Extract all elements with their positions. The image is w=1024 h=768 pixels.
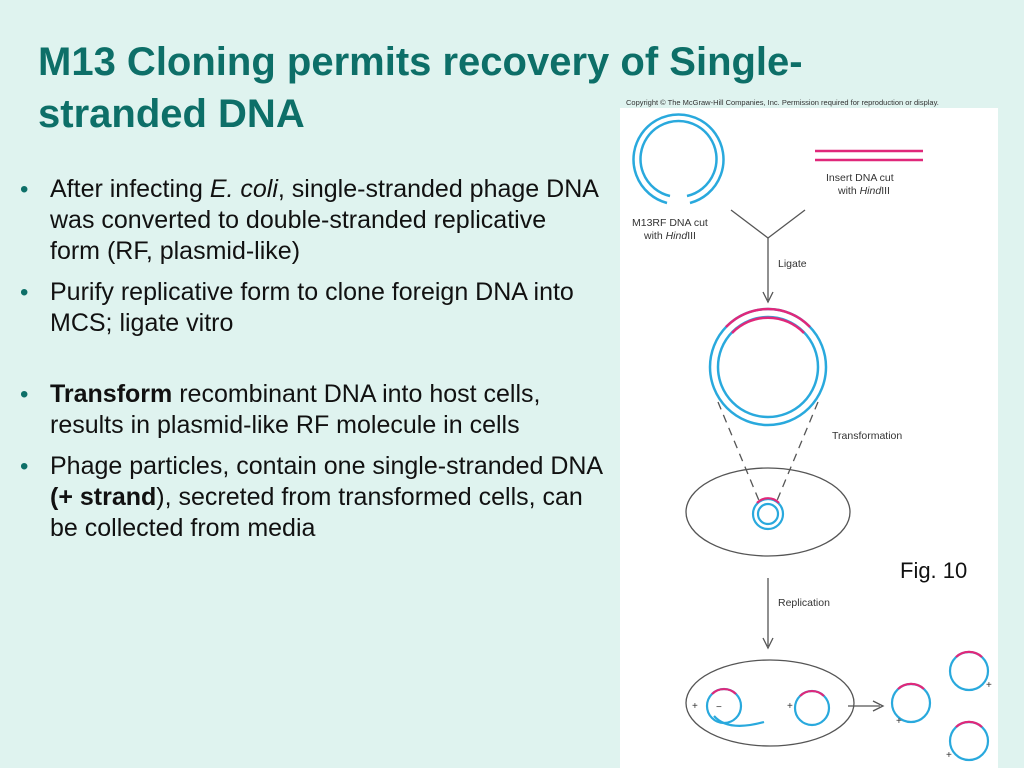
bullet-bold: Transform <box>50 380 173 408</box>
plus-sign: + <box>896 716 902 727</box>
step-replication-label: Replication <box>778 597 830 609</box>
title-line-2: stranded DNA <box>38 92 305 136</box>
recombinant-insert-inner <box>731 316 805 334</box>
bullet-item: After infecting E. coli, single-stranded… <box>18 174 603 267</box>
bullet-emphasis: E. coli <box>209 175 278 203</box>
bullet-text: , single-stranded phage DNA was converte… <box>50 175 598 265</box>
plus-sign: + <box>692 701 698 712</box>
minus-sign: − <box>716 702 722 713</box>
transformation-dash-left <box>717 401 761 504</box>
bullet-bold: (+ strand <box>50 483 157 511</box>
bullet-text: After infecting <box>50 175 210 203</box>
bullet-text: ), secreted from transformed cells, can … <box>50 483 583 542</box>
bullet-item: Transform recombinant DNA into host cell… <box>18 379 603 441</box>
m13rf-label-line1: M13RF DNA cut <box>632 217 708 229</box>
bullet-list: After infecting E. coli, single-stranded… <box>18 174 603 554</box>
host-cell <box>685 467 851 557</box>
insert-label-line2: with HindIII <box>837 185 890 197</box>
copyright-notice: Copyright © The McGraw-Hill Companies, I… <box>626 98 939 107</box>
title-line-1: M13 Cloning permits recovery of Single- <box>38 40 803 84</box>
recombinant-insert-outer <box>725 307 811 328</box>
released-ss-dna <box>948 720 990 762</box>
figure-label: Fig. 10 <box>900 558 968 583</box>
bullet-item: Phage particles, contain one single-stra… <box>18 451 603 544</box>
plus-sign: + <box>986 680 992 691</box>
m13rf-inner-ring <box>639 119 718 198</box>
plus-sign: + <box>946 750 952 761</box>
released-ss-dna <box>948 650 990 692</box>
ligate-line-left <box>730 209 769 239</box>
bullet-text: recombinant DNA into host cells, results… <box>50 380 541 439</box>
rf-in-cell-inner <box>756 502 780 526</box>
step-ligate-label: Ligate <box>778 258 807 270</box>
slide-title: M13 Cloning permits recovery of Single- … <box>38 36 938 140</box>
bullet-text: Phage particles, contain one single-stra… <box>50 452 602 480</box>
host-cell-replicating <box>685 659 855 747</box>
transformation-dash-right <box>775 401 819 504</box>
figure-panel <box>620 108 998 768</box>
m13rf-label-line2: with HindIII <box>643 230 696 242</box>
bullet-text: Purify replicative form to clone foreign… <box>50 278 574 337</box>
insert-label-line1: Insert DNA cut <box>826 172 894 184</box>
step-transformation-label: Transformation <box>832 430 902 442</box>
m13rf-outer-ring <box>632 113 725 205</box>
plus-sign: + <box>787 701 793 712</box>
ligate-line-right <box>767 209 806 239</box>
bullet-item: Purify replicative form to clone foreign… <box>18 277 603 339</box>
rolling-circle-strand <box>713 715 765 727</box>
